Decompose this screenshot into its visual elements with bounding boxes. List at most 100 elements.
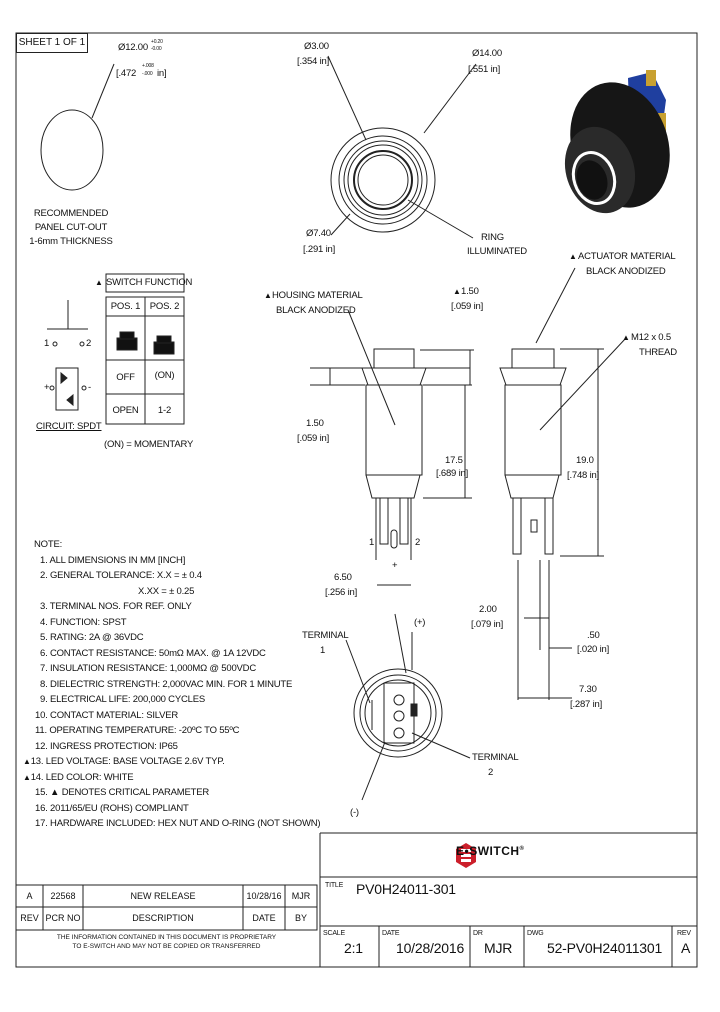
description-header: DESCRIPTION: [132, 913, 194, 923]
housing-label-2: BLACK ANODIZED: [276, 305, 356, 316]
side-dim-top-in: [.059 in]: [451, 301, 484, 312]
terminal1-label-1: TERMINAL: [302, 630, 349, 641]
panel-tol-mm-plus: +0.20: [151, 39, 163, 45]
panel-caption-1: RECOMMENDED: [33, 208, 109, 219]
rev-header: REV: [20, 913, 39, 923]
note-item: 13. LED VOLTAGE: BASE VOLTAGE 2.6V TYP.: [30, 756, 225, 767]
company-logo: E•SWITCH®: [456, 844, 524, 858]
ring-label-1: RING: [481, 232, 504, 243]
top-d3-in: [.291 in]: [303, 244, 336, 255]
right-view: [499, 267, 627, 700]
switch-function-table: [105, 273, 185, 425]
by-value: MJR: [291, 891, 311, 901]
side-plus: +: [392, 560, 398, 571]
panel-dia-mm: Ø12.00: [118, 42, 148, 53]
drawn-by-label: DR: [473, 930, 483, 937]
note-item: 4. FUNCTION: SPST: [40, 616, 127, 628]
side-dim-left-mm: 1.50: [306, 418, 324, 429]
title-block-frame: [319, 832, 697, 967]
note-item: 17. HARDWARE INCLUDED: HEX NUT AND O-RIN…: [35, 818, 321, 829]
notes-list: NOTE: 1. ALL DIMENSIONS IN MM [INCH] 2. …: [23, 537, 321, 832]
circuit-label: CIRCUIT: SPDT: [36, 421, 102, 432]
note-item: 11. OPERATING TEMPERATURE: -20ºC TO 55ºC: [35, 725, 240, 736]
panel-cutout-circle: [40, 109, 104, 191]
critical-triangle-icon: ▲: [453, 287, 461, 296]
side-dim-w-mm: 6.50: [334, 572, 352, 583]
side-pin1: 1: [369, 537, 375, 548]
critical-triangle-icon: ▲: [264, 291, 272, 300]
critical-triangle-icon: ▲: [23, 772, 31, 782]
rev-value: A: [26, 891, 33, 901]
critical-triangle-icon: ▲: [95, 278, 103, 287]
note-item: 12. INGRESS PROTECTION: IP65: [35, 740, 178, 752]
side-dim-top-mm: 1.50: [461, 286, 479, 297]
right-dim-h-in: [.748 in]: [567, 470, 600, 481]
switch-col2: POS. 2: [149, 301, 180, 312]
panel-dia-in: [.472: [116, 68, 137, 79]
note-item: 6. CONTACT RESISTANCE: 50mΩ MAX. @ 1A 12…: [40, 647, 266, 659]
revision-table: [15, 884, 318, 931]
note-item: 3. TERMINAL NOS. FOR REF. ONLY: [40, 601, 192, 612]
panel-unit: in]: [157, 68, 167, 79]
note-item: 10. CONTACT MATERIAL: SILVER: [35, 709, 179, 721]
dwg-number: 52-PV0H24011301: [547, 940, 663, 956]
scale-label: SCALE: [323, 930, 345, 937]
proprietary-line-2: TO E-SWITCH AND MAY NOT BE COPIED OR TRA…: [72, 943, 261, 950]
right-dim-b-mm: .50: [587, 630, 600, 641]
circuit-pin1: 1: [44, 338, 50, 349]
switch-function-title: SWITCH FUNCTION: [106, 277, 193, 288]
note-item: 7. INSULATION RESISTANCE: 1,000MΩ @ 500V…: [40, 663, 257, 674]
circuit-plus: +: [44, 382, 50, 393]
critical-triangle-icon: ▲: [622, 333, 630, 342]
terminal1-label-2: 1: [320, 645, 326, 656]
note-item: 16. 2011/65/EU (ROHS) COMPLIANT: [35, 802, 189, 814]
rev-label: REV: [677, 930, 691, 937]
note-item: 15. ▲ DENOTES CRITICAL PARAMETER: [35, 787, 210, 798]
switch-row1-col1: OFF: [116, 372, 135, 383]
top-d2-in: [.551 in]: [468, 64, 501, 75]
panel-caption-3: 1-6mm THICKNESS: [29, 236, 113, 247]
sheet-border: [15, 32, 698, 968]
proprietary-line-1: THE INFORMATION CONTAINED IN THIS DOCUME…: [56, 934, 277, 941]
bottom-minus: (-): [350, 807, 359, 818]
note-item: 5. RATING: 2A @ 36VDC: [40, 632, 144, 643]
circuit-minus: -: [88, 382, 91, 393]
circuit-pin2: 2: [86, 338, 92, 349]
logo-registered-mark: ®: [519, 846, 525, 852]
pcr-value: 22568: [50, 891, 76, 901]
right-dim-c-mm: 7.30: [579, 684, 597, 695]
notes-heading: NOTE:: [34, 539, 63, 550]
side-dim-left-in: [.059 in]: [297, 433, 330, 444]
top-d1-in: [.354 in]: [297, 56, 330, 67]
critical-triangle-icon: ▲: [569, 252, 577, 261]
side-dim-h-mm: 17.5: [445, 455, 463, 466]
date-value: 10/28/16: [246, 891, 282, 901]
terminal2-label-2: 2: [488, 767, 494, 778]
date-header: DATE: [252, 913, 276, 923]
panel-tol-in-minus: -.000: [142, 71, 153, 77]
right-dim-a-in: [.079 in]: [471, 619, 504, 630]
note-item: 9. ELECTRICAL LIFE: 200,000 CYCLES: [40, 694, 205, 705]
top-d2-mm: Ø14.00: [472, 48, 502, 59]
title-label: TITLE: [325, 882, 344, 889]
drawn-by-value: MJR: [484, 940, 513, 956]
side-view: [310, 309, 474, 586]
actuator-label-1: ACTUATOR MATERIAL: [578, 251, 676, 262]
logo-text: E•SWITCH: [456, 844, 520, 858]
switch-row2-col1: OPEN: [112, 405, 139, 416]
by-header: BY: [294, 913, 307, 923]
panel-tol-in-plus: +.008: [142, 63, 154, 69]
switch-row2-col2: 1-2: [157, 405, 172, 416]
note-item: 2. GENERAL TOLERANCE: X.X = ± 0.4: [40, 570, 202, 581]
side-dim-w-in: [.256 in]: [325, 587, 358, 598]
panel-caption-2: PANEL CUT-OUT: [34, 222, 108, 233]
note-item: 14. LED COLOR: WHITE: [30, 771, 134, 783]
scale-value: 2:1: [344, 940, 363, 956]
side-pin2: 2: [415, 537, 421, 548]
right-dim-a-mm: 2.00: [479, 604, 497, 615]
thread-label-2: THREAD: [639, 347, 677, 358]
rev-field: A: [681, 940, 691, 956]
terminal2-label-1: TERMINAL: [472, 752, 519, 763]
right-dim-h-mm: 19.0: [576, 455, 594, 466]
